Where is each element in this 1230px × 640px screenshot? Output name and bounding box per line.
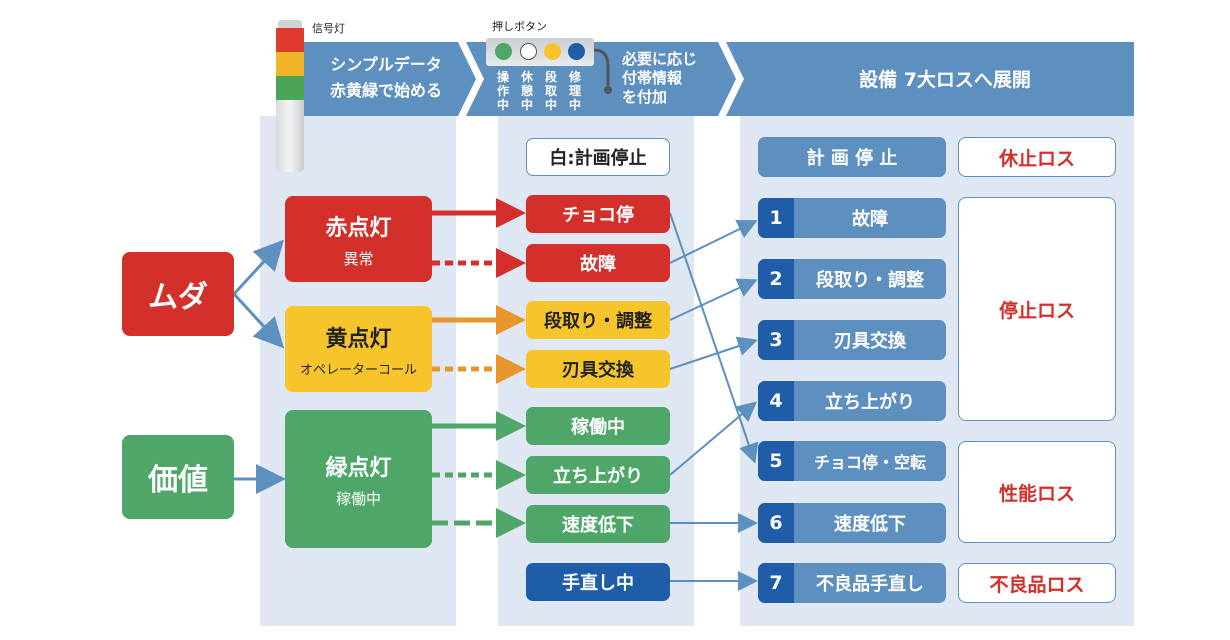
banner-step1-shape [300, 42, 476, 116]
arrow-muda-red [232, 239, 285, 296]
button-label-repair: 修理中 [568, 70, 581, 112]
state-tachiagari: 立ち上がり [526, 456, 670, 494]
button-label-setup: 段取中 [544, 70, 557, 112]
pushbutton-white[interactable] [520, 43, 537, 60]
loss-2-label: 段取り・調整 [816, 270, 924, 291]
banner-step2-text: 必要に応じ付帯情報を付加 [622, 50, 698, 106]
loss-4-number: 4 [758, 381, 794, 421]
arrow-dandori-loss2 [669, 278, 758, 321]
kachi-box: 価値 [122, 435, 234, 519]
loss-5: 5 チョコ停・空転 [758, 441, 946, 481]
green-lamp-sub: 稼働中 [335, 489, 381, 508]
button-label-operating: 操作中 [496, 70, 509, 112]
tower-red-light [276, 28, 304, 52]
loss-4: 4 立ち上がり [758, 381, 946, 421]
yellow-lamp-title: 黄点灯 [325, 326, 392, 352]
green-lamp-title: 緑点灯 [325, 455, 392, 481]
loss-planned-stop: 計 画 停 止 [758, 137, 946, 177]
loss-3-number: 3 [758, 320, 794, 360]
tower-green-light [276, 76, 304, 100]
category-kyushi: 休止ロス [958, 137, 1116, 177]
loss-7: 7 不良品手直し [758, 563, 946, 603]
loss-2-number: 2 [758, 259, 794, 299]
green-lamp-box: 緑点灯 稼働中 [285, 410, 432, 548]
pushbutton-blue[interactable] [568, 43, 585, 60]
pushbutton-label: 押しボタン [492, 20, 547, 33]
loss-4-label: 立ち上がり [825, 392, 915, 413]
state-kado: 稼働中 [526, 407, 670, 445]
pushbutton-yellow[interactable] [544, 43, 561, 60]
loss-1-number: 1 [758, 198, 794, 238]
muda-box: ムダ [122, 252, 234, 336]
loss-7-label: 不良品手直し [816, 574, 924, 595]
banner-step1-text: シンプルデータ赤黄緑で始める [329, 55, 442, 100]
red-lamp-title: 赤点灯 [325, 215, 392, 241]
loss-6-label: 速度低下 [834, 514, 906, 535]
pushbutton-unit [486, 38, 594, 66]
signal-tower-label: 信号灯 [312, 22, 345, 35]
state-hagu: 刃具交換 [526, 350, 670, 388]
tower-pole [276, 100, 304, 172]
yellow-lamp-sub: オペレーターコール [299, 362, 417, 378]
state-dandori: 段取り・調整 [526, 301, 670, 339]
loss-5-number: 5 [758, 441, 794, 481]
arrow-muda-yellow [232, 292, 285, 349]
loss-7-number: 7 [758, 563, 794, 603]
red-lamp-sub: 異常 [343, 249, 374, 268]
loss-5-label: チョコ停・空転 [813, 453, 926, 472]
banner-step3-text: 設備 7大ロスへ展開 [859, 69, 1031, 91]
arrow-hagu-loss3 [669, 336, 758, 370]
loss-1-label: 故障 [852, 209, 888, 230]
signal-tower [274, 20, 306, 172]
pushbutton-cable [593, 48, 612, 94]
button-label-break: 休憩中 [520, 70, 533, 112]
tower-cap [278, 20, 302, 28]
banner-step3-shape [726, 42, 1134, 116]
category-furyo: 不良品ロス [958, 563, 1116, 603]
red-lamp-box: 赤点灯 異常 [285, 196, 432, 282]
arrow-tachiagari-loss4 [669, 401, 758, 476]
state-choko: チョコ停 [526, 195, 670, 233]
loss-6-number: 6 [758, 503, 794, 543]
yellow-lamp-box: 黄点灯 オペレーターコール [285, 306, 432, 392]
arrow-kosho-loss1 [669, 220, 758, 264]
state-planned-stop: 白:計画停止 [526, 138, 670, 176]
loss-6: 6 速度低下 [758, 503, 946, 543]
loss-3: 3 刃具交換 [758, 320, 946, 360]
loss-1: 1 故障 [758, 198, 946, 238]
arrow-choko-loss5 [669, 212, 759, 464]
state-sokudo: 速度低下 [526, 505, 670, 543]
state-kosho: 故障 [526, 244, 670, 282]
loss-2: 2 段取り・調整 [758, 259, 946, 299]
loss-3-label: 刃具交換 [834, 331, 906, 352]
pushbutton-green[interactable] [495, 43, 512, 60]
state-tenaoshi: 手直し中 [526, 563, 670, 601]
tower-yellow-light [276, 52, 304, 76]
category-seino: 性能ロス [958, 441, 1116, 543]
category-teishi: 停止ロス [958, 197, 1116, 421]
